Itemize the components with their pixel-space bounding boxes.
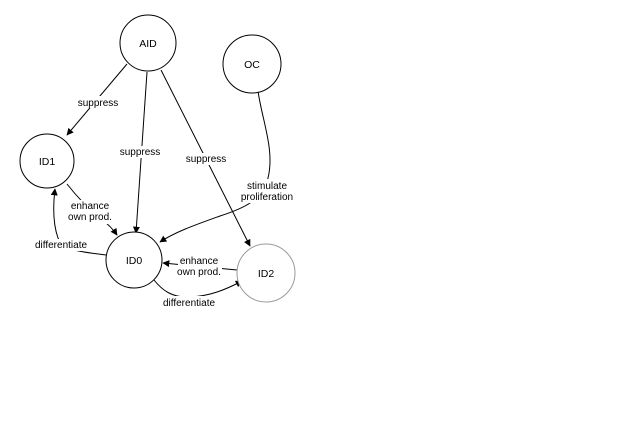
edge-label-id0-id1: differentiate [35,240,88,251]
edge-label-id1-id0-line2: own prod. [68,212,112,223]
edge-label-oc-id0-line2: proliferation [241,192,293,203]
node-aid-label: AID [139,38,157,50]
node-id0: ID0 [105,231,163,289]
edge-label-id2-id0-line2: own prod. [177,267,221,278]
edge-label-id1-id0-line1: enhance [71,201,110,212]
node-id1-label: ID1 [39,156,56,168]
node-id0-label: ID0 [126,255,143,267]
node-oc: OC [222,34,282,94]
node-id2: ID2 [236,243,296,303]
node-id1: ID1 [19,133,75,189]
node-id2-label: ID2 [258,268,275,280]
edge-label-aid-id2: suppress [186,154,227,165]
edge-oc-to-id0 [159,90,271,243]
edge-label-oc-id0-line1: stimulate [247,181,287,192]
edge-label-id2-id0-line1: enhance [180,256,219,267]
edge-label-aid-id1: suppress [78,98,119,109]
node-aid: AID [119,14,177,72]
edge-id0-to-id2 [153,279,243,298]
edge-label-aid-id0: suppress [120,147,161,158]
edge-id0-to-id1 [50,188,107,256]
node-oc-label: OC [244,59,260,71]
edge-label-id0-id2: differentiate [163,298,216,309]
